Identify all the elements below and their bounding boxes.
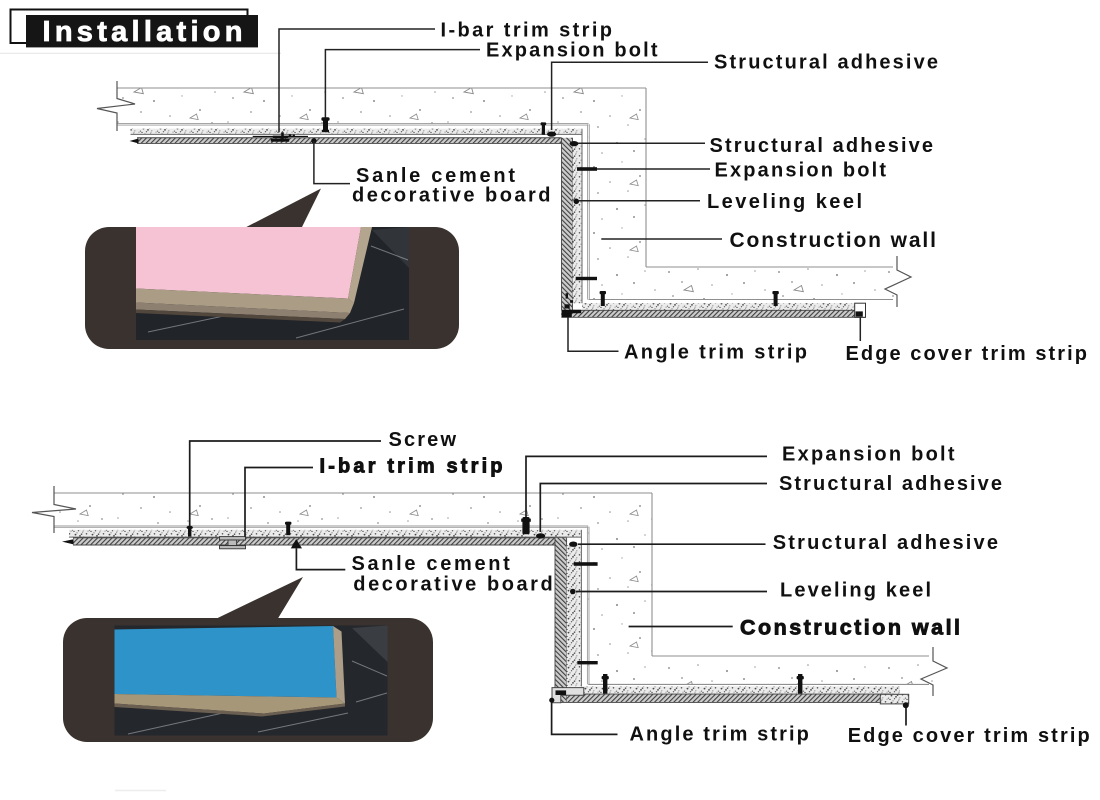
svg-text:I-bar trim strip: I-bar trim strip [441,20,613,42]
svg-text:Angle trim strip: Angle trim strip [624,342,807,364]
svg-text:Sanle cement: Sanle cement [356,165,515,187]
svg-text:Angle trim strip: Angle trim strip [630,724,809,746]
svg-text:Construction wall: Construction wall [740,616,960,640]
svg-text:decorative board: decorative board [352,185,551,207]
svg-text:decorative board: decorative board [353,574,552,596]
svg-text:Structural adhesive: Structural adhesive [714,52,938,74]
svg-text:Construction wall: Construction wall [730,229,937,252]
svg-text:Screw: Screw [389,429,457,451]
svg-text:Structural adhesive: Structural adhesive [710,135,934,157]
svg-text:Sanle cement: Sanle cement [352,553,511,575]
svg-text:Structural adhesive: Structural adhesive [773,532,998,554]
svg-text:Expansion bolt: Expansion bolt [715,160,887,182]
svg-text:Leveling keel: Leveling keel [707,191,862,213]
svg-text:Expansion bolt: Expansion bolt [782,443,955,465]
svg-text:I-bar trim strip: I-bar trim strip [320,456,503,478]
svg-text:Leveling keel: Leveling keel [780,579,931,601]
svg-text:Edge cover trim strip: Edge cover trim strip [846,343,1088,365]
svg-text:Edge cover trim strip: Edge cover trim strip [848,725,1090,747]
svg-text:Expansion bolt: Expansion bolt [486,40,658,62]
svg-text:Structural adhesive: Structural adhesive [779,473,1002,495]
